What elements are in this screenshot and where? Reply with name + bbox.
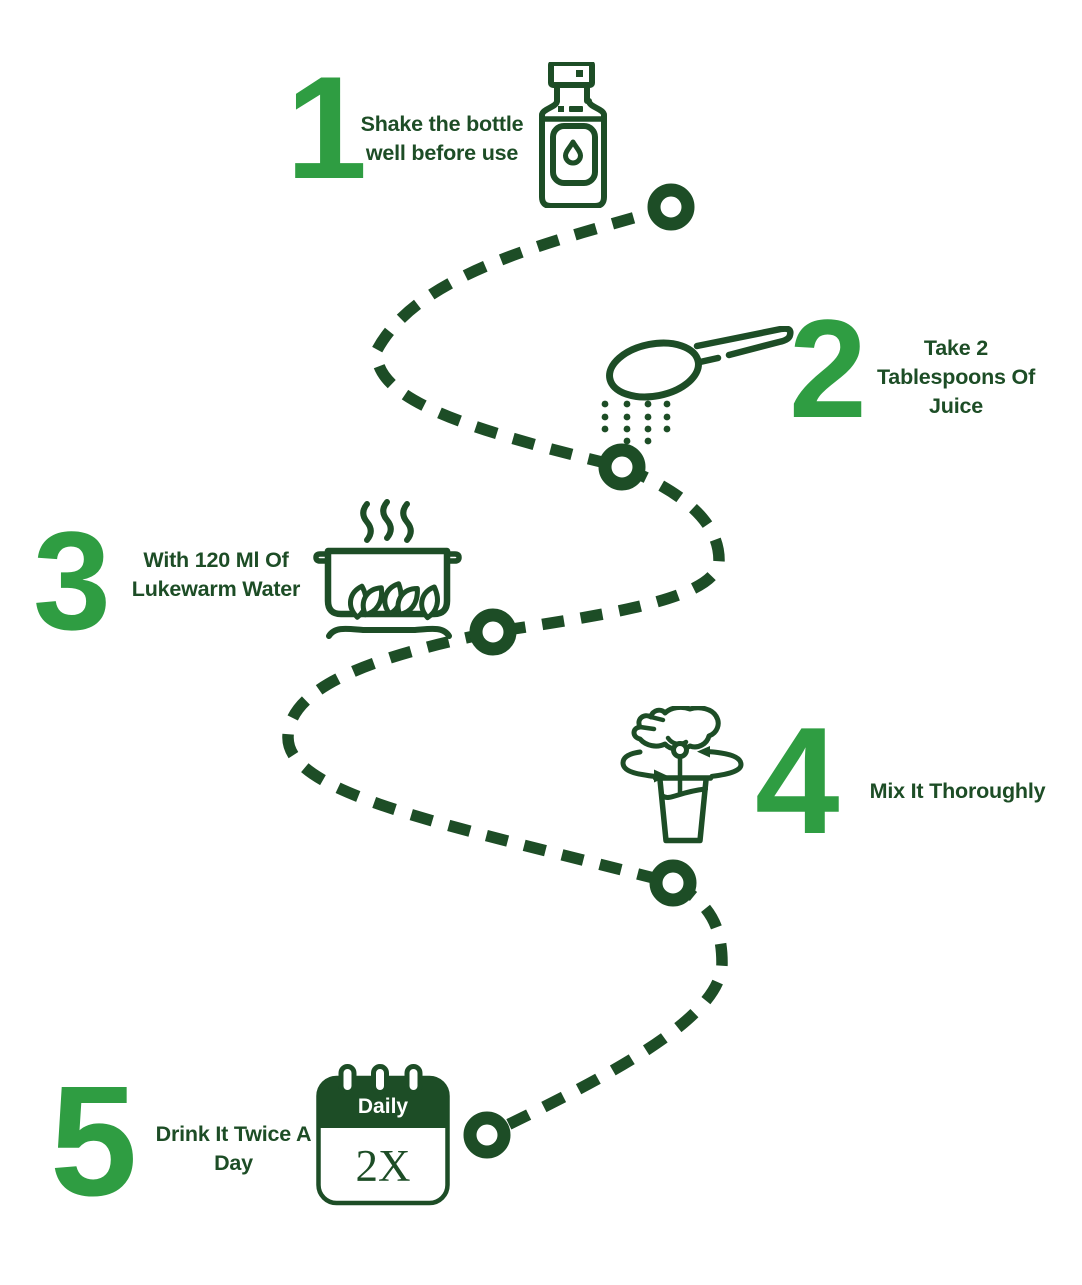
juice-bottle-icon xyxy=(539,62,607,208)
sprinkle-dots xyxy=(601,400,671,445)
boiling-pot-icon xyxy=(313,499,462,639)
bottle-body xyxy=(539,98,607,208)
droplet-icon xyxy=(563,139,583,166)
step-5-label: Drink It Twice A Day xyxy=(155,1122,312,1176)
glass-liquid-line xyxy=(660,786,708,800)
path-node-2 xyxy=(598,443,646,491)
step-2-number: 2 xyxy=(789,290,867,447)
dashed-journey-path xyxy=(282,201,728,1141)
spoon-bowl xyxy=(606,339,702,401)
calendar-frequency-label: 2X xyxy=(356,1141,411,1191)
stir-arrow-right xyxy=(707,749,744,779)
spoon-icon xyxy=(601,326,794,445)
burner-stand xyxy=(326,625,452,639)
step-4-label: Mix It Thoroughly xyxy=(869,779,1046,803)
path-node-5 xyxy=(463,1111,511,1159)
bottle-mark-dot xyxy=(558,106,564,112)
bottle-cap-dot xyxy=(576,70,583,77)
bottle-cap xyxy=(548,62,595,88)
step-4-number: 4 xyxy=(755,696,840,866)
flame-leaves xyxy=(347,584,441,619)
path-node-3 xyxy=(469,608,517,656)
steam-icon xyxy=(360,499,414,543)
step-3-number: 3 xyxy=(33,502,111,659)
path-node-4 xyxy=(649,859,697,907)
bottle-mark-dash xyxy=(569,106,583,112)
step-1-number: 1 xyxy=(286,46,367,209)
stir-arrow-right-head xyxy=(697,746,710,758)
step-5-number: 5 xyxy=(50,1054,137,1229)
step-1-label: Shake the bottle well before use xyxy=(360,112,524,166)
step-2-label: Take 2 Tablespoons Of Juice xyxy=(876,336,1036,419)
pot-left-handle xyxy=(313,551,331,564)
spoon-handle-break xyxy=(696,354,722,366)
step-3-label: With 120 Ml Of Lukewarm Water xyxy=(131,548,301,602)
stir-arrow-left xyxy=(620,749,657,779)
stir-glass-icon xyxy=(620,706,744,844)
calendar-rings xyxy=(338,1064,423,1095)
spoon-handle xyxy=(693,326,794,359)
path-node-1 xyxy=(647,183,695,231)
glass-body xyxy=(657,777,709,844)
calendar-header-label: Daily xyxy=(358,1095,409,1118)
calendar-icon: Daily 2X xyxy=(316,1064,450,1206)
bottle-label xyxy=(550,123,598,186)
pot-right-handle xyxy=(444,551,462,564)
